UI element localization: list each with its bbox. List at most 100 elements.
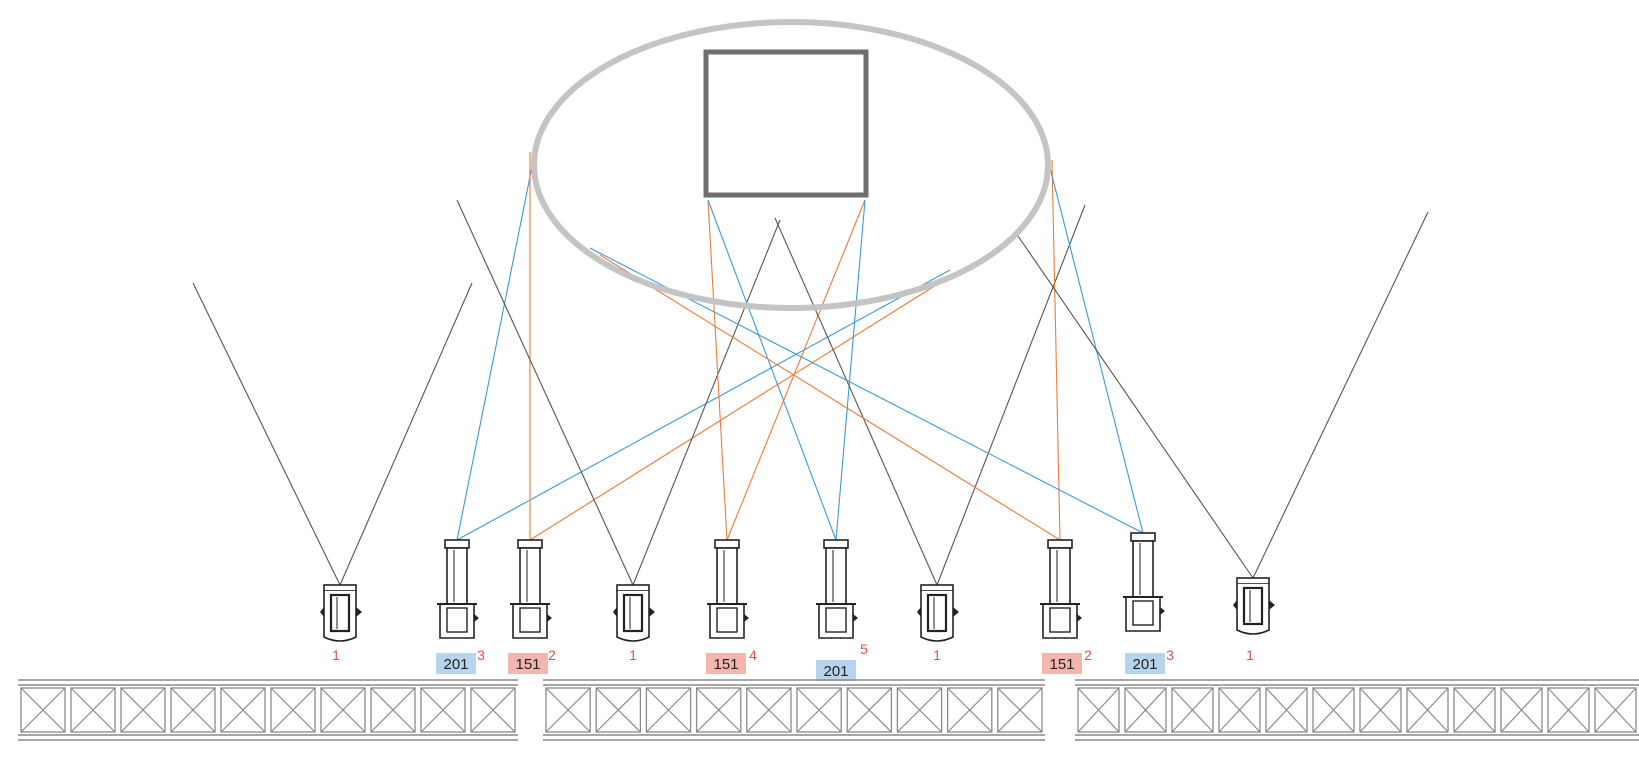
truss-right-cell (1077, 687, 1120, 733)
truss-right-cell (1453, 687, 1496, 733)
truss-right-brace (1171, 687, 1214, 733)
f8-unit-number: 2 (1084, 647, 1092, 663)
f10-beam-2 (1252, 211, 1429, 579)
f6-beam-1 (707, 199, 837, 541)
f5-clamp (744, 614, 749, 622)
truss-left-brace (20, 687, 66, 733)
f3-gel-badge (508, 653, 548, 674)
f9-clamp (1160, 607, 1165, 615)
f4-beam-1 (456, 199, 634, 586)
f6-profile-spot[interactable] (816, 539, 858, 639)
truss-center-brace (796, 687, 842, 733)
f8-gel-badge (1042, 653, 1082, 674)
f2-gel-badge (436, 653, 476, 674)
f9-beam-1 (1047, 159, 1144, 534)
truss-center-cell (595, 687, 642, 733)
f7-beam-2 (936, 204, 1086, 586)
truss-right-cell (1406, 687, 1449, 733)
f5-barrel (716, 547, 738, 605)
f2-beam-1 (456, 151, 536, 541)
truss-left-brace (220, 687, 266, 733)
f2-barrel (446, 547, 468, 605)
truss-left (18, 679, 518, 741)
target-ellipse (531, 19, 1051, 311)
truss-center-brace (696, 687, 742, 733)
f9-profile-spot[interactable] (1123, 532, 1165, 632)
beam-lines (192, 151, 1429, 586)
f2-unit-number: 3 (477, 647, 485, 663)
f8-gel-label: 151 (1049, 656, 1074, 673)
f4-clamp (649, 607, 655, 617)
f10-clamp-left (1233, 600, 1237, 610)
f9-gel-badge (1125, 653, 1165, 674)
truss-left-brace (70, 687, 116, 733)
truss-center (543, 679, 1045, 741)
f4-body (622, 593, 644, 633)
f5-lens (714, 539, 740, 549)
f5-profile-spot[interactable] (707, 539, 749, 639)
truss-right-brace (1218, 687, 1261, 733)
f2-profile-spot[interactable] (437, 539, 479, 639)
truss-right-cell (1265, 687, 1308, 733)
truss-left-cell (120, 687, 166, 733)
f5-base (716, 607, 738, 633)
f3-barrel (519, 547, 541, 605)
f6-base (825, 607, 847, 633)
f3-lens (517, 539, 543, 549)
f10-lens (1236, 577, 1270, 585)
f7-clamp-left (917, 607, 921, 617)
truss-center-cell (645, 687, 692, 733)
f1-body (329, 593, 351, 633)
f9-lens (1130, 532, 1156, 542)
truss-right-brace (1312, 687, 1355, 733)
f7-wash-fixture[interactable] (917, 584, 959, 642)
truss-right-cell (1312, 687, 1355, 733)
truss-right-brace (1406, 687, 1449, 733)
f8-lens (1047, 539, 1073, 549)
f2-base (446, 607, 468, 633)
f6-beam-2 (835, 199, 866, 541)
f1-wash-fixture[interactable] (320, 584, 362, 642)
f2-clamp (474, 614, 479, 622)
f6-gel-label: 201 (823, 663, 848, 680)
truss-right-brace (1500, 687, 1543, 733)
f4-wash-fixture[interactable] (613, 584, 655, 642)
truss-right (1075, 679, 1639, 741)
truss-left-brace (470, 687, 516, 733)
f10-wash-fixture[interactable] (1233, 577, 1275, 635)
f4-unit-number: 1 (629, 647, 637, 663)
truss-center-brace (997, 687, 1043, 733)
f10-beam-1 (1017, 235, 1254, 579)
f6-lens (823, 539, 849, 549)
truss-left-cell (170, 687, 216, 733)
f7-unit-number: 1 (933, 647, 941, 663)
f3-clamp (547, 614, 552, 622)
f3-profile-spot[interactable] (510, 539, 552, 639)
f9-unit-number: 3 (1166, 647, 1174, 663)
truss-left-cell (470, 687, 516, 733)
f5-beam-1 (707, 199, 728, 541)
f5-unit-number: 4 (749, 647, 757, 663)
f3-gel-label: 151 (515, 656, 540, 673)
f7-clamp (953, 607, 959, 617)
truss-center-brace (896, 687, 943, 733)
f6-gel-badge (816, 660, 856, 681)
f3-unit-number: 2 (548, 647, 556, 663)
f8-profile-spot[interactable] (1040, 539, 1082, 639)
f2-lens (444, 539, 470, 549)
f10-clamp (1269, 600, 1275, 610)
f3-beam-2 (529, 269, 961, 541)
f1-lens (323, 584, 357, 592)
f5-gel-badge (706, 653, 746, 674)
f1-beam-1 (192, 282, 341, 586)
f6-barrel (825, 547, 847, 605)
f9-gel-label: 201 (1132, 656, 1157, 673)
truss-left-brace (120, 687, 166, 733)
truss-center-cell (545, 687, 591, 733)
fixtures-row (320, 532, 1275, 642)
truss-center-brace (545, 687, 591, 733)
truss-center-cell (896, 687, 943, 733)
f8-base (1049, 607, 1071, 633)
truss-left-cell (370, 687, 416, 733)
